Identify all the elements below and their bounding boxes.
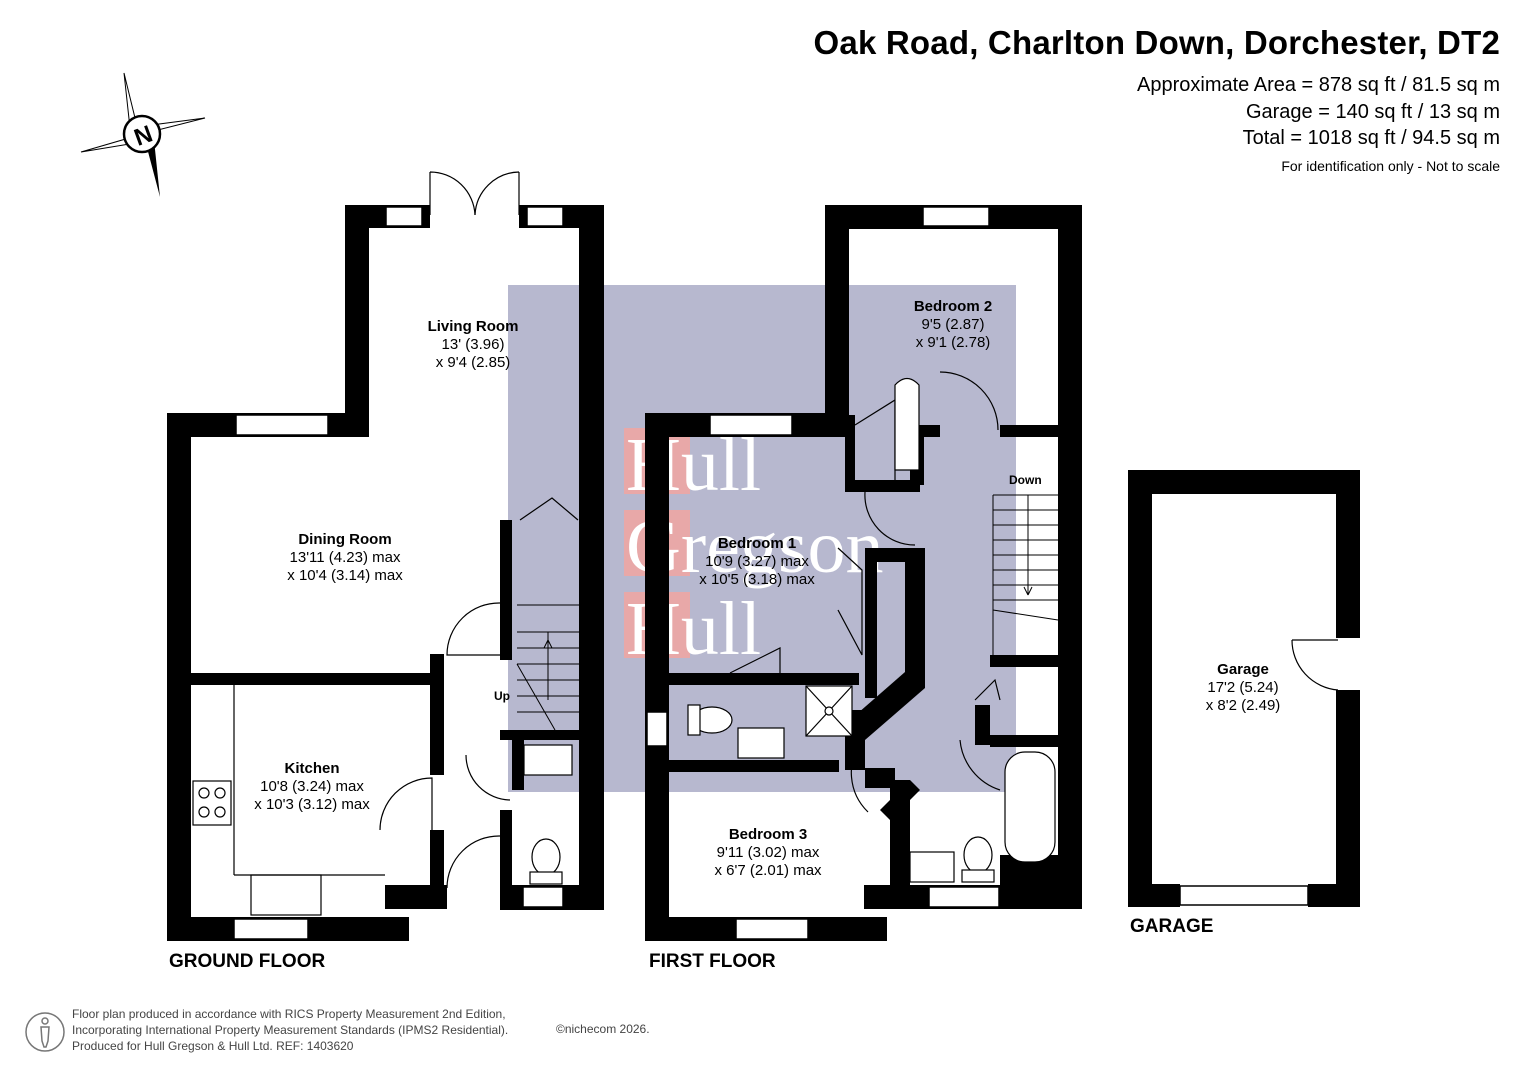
total-area: Total = 1018 sq ft / 94.5 sq m [1242, 127, 1500, 149]
room-name: Bedroom 2 [913, 298, 993, 315]
room-name: Garage [1217, 661, 1269, 678]
room-dimension: x 10'5 (3.18) max [699, 571, 815, 588]
first-fixtures [687, 377, 1056, 883]
floor-label-ground: GROUND FLOOR [169, 951, 326, 972]
garage-door [1179, 885, 1309, 906]
room-living-room: Living Room 13' (3.96) x 9'4 (2.85) [428, 318, 519, 372]
garage-area: Garage = 140 sq ft / 13 sq m [1245, 101, 1500, 123]
stairs-up-label: Up [494, 689, 510, 703]
floor-label-first: FIRST FLOOR [649, 951, 776, 972]
room-dimension: x 9'4 (2.85) [435, 354, 511, 371]
room-bedroom-3: Bedroom 3 9'11 (3.02) max x 6'7 (2.01) m… [714, 826, 821, 880]
floor-label-garage: GARAGE [1130, 916, 1214, 937]
approximate-area: Approximate Area = 878 sq ft / 81.5 sq m [1137, 74, 1500, 96]
room-dining-room: Dining Room 13'11 (4.23) max x 10'4 (3.1… [287, 531, 402, 585]
ground-stairs [516, 604, 580, 731]
room-dimension: 9'11 (3.02) max [716, 844, 820, 861]
room-garage: Garage 17'2 (5.24) x 8'2 (2.49) [1206, 661, 1281, 715]
ground-floor-windows [233, 206, 564, 940]
room-dimension: 13' (3.96) [441, 336, 505, 353]
room-name: Bedroom 1 [717, 535, 797, 552]
footer-text: Floor plan produced in accordance with R… [72, 1006, 508, 1054]
room-name: Living Room [427, 318, 519, 335]
info-person-icon [25, 1012, 65, 1052]
north-compass-icon: N [80, 72, 206, 197]
room-name: Kitchen [284, 760, 340, 777]
room-name: Dining Room [298, 531, 392, 548]
room-dimension: x 10'3 (3.12) max [254, 796, 370, 813]
room-dimension: x 8'2 (2.49) [1205, 697, 1281, 714]
room-name: Bedroom 3 [728, 826, 808, 843]
room-dimension: x 6'7 (2.01) max [714, 862, 822, 879]
ground-door-arcs [379, 497, 579, 889]
copyright: ©nichecom 2026. [556, 1022, 650, 1036]
room-bedroom-1: Bedroom 1 10'9 (3.27) max x 10'5 (3.18) … [699, 535, 814, 589]
footer-line: Incorporating International Property Mea… [72, 1023, 509, 1037]
footer-line: Floor plan produced in accordance with R… [72, 1007, 506, 1021]
garage-walls [1128, 470, 1360, 907]
property-title: Oak Road, Charlton Down, Dorchester, DT2 [813, 24, 1500, 61]
patio-door-arcs [429, 171, 520, 216]
room-dimension: 9'5 (2.87) [921, 316, 985, 333]
garage-side-door-arc [1291, 639, 1339, 691]
room-dimension: 10'9 (3.27) max [705, 553, 809, 570]
first-floor-windows [646, 206, 1000, 940]
room-dimension: 13'11 (4.23) max [289, 549, 401, 566]
ground-fixtures [192, 685, 573, 916]
room-bedroom-2: Bedroom 2 9'5 (2.87) x 9'1 (2.78) [914, 298, 992, 352]
first-door-arcs [729, 371, 1001, 813]
room-dimension: 17'2 (5.24) [1207, 679, 1279, 696]
room-dimension: x 10'4 (3.14) max [287, 567, 403, 584]
footer-line: Produced for Hull Gregson & Hull Ltd. RE… [72, 1039, 354, 1053]
first-stairs [992, 494, 1059, 655]
stairs-down-label: Down [1009, 473, 1042, 487]
room-dimension: x 9'1 (2.78) [915, 334, 991, 351]
scale-note: For identification only - Not to scale [1281, 158, 1500, 174]
room-kitchen: Kitchen 10'8 (3.24) max x 10'3 (3.12) ma… [254, 760, 369, 814]
room-dimension: 10'8 (3.24) max [260, 778, 364, 795]
